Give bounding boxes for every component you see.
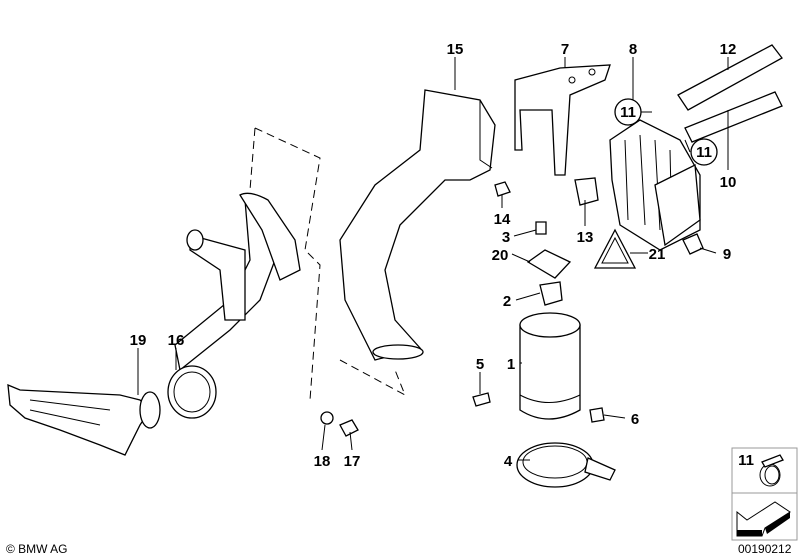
label-10: 10: [720, 174, 737, 191]
part-16-intake-pipe: [167, 192, 301, 419]
label-7: 7: [561, 41, 569, 58]
label-17: 17: [344, 453, 361, 470]
label-16: 16: [168, 332, 185, 349]
label-1: 1: [507, 356, 515, 373]
label-13: 13: [577, 229, 594, 246]
part-4-clamp: [516, 442, 616, 488]
part-1-fuel-filter: [519, 312, 581, 420]
label-15: 15: [447, 41, 464, 58]
part-15-air-duct: [339, 89, 496, 361]
label-11: 11: [696, 144, 712, 161]
part-20-bracket: [526, 249, 572, 279]
label-9: 9: [723, 246, 731, 263]
part-17-bolt: [339, 419, 359, 437]
label-2: 2: [503, 293, 511, 310]
label-14: 14: [494, 211, 511, 228]
label-20: 20: [492, 247, 509, 264]
label-12: 12: [720, 41, 737, 58]
label-5: 5: [476, 356, 484, 373]
part-2-holder: [539, 281, 563, 306]
copyright: © BMW AG: [6, 542, 68, 556]
part-18-washer: [320, 411, 334, 425]
part-6-nut: [589, 407, 605, 423]
label-21: 21: [649, 246, 666, 263]
arrow-icon: [736, 501, 791, 537]
label-3: 3: [502, 229, 510, 246]
part-5-screw: [472, 392, 491, 407]
part-21-warning-label: [593, 228, 637, 269]
part-12-hose: [677, 44, 783, 111]
part-14-bolt: [494, 181, 511, 197]
label-6: 6: [631, 411, 639, 428]
callout-11-circle: [614, 98, 642, 126]
assembly-guide-line: [249, 127, 406, 401]
part-13-sensor: [574, 177, 599, 206]
label-4: 4: [504, 453, 513, 470]
hose-clamp-icon: [759, 454, 784, 487]
part-10-hose: [684, 91, 783, 143]
diagram-number: 00190212: [738, 542, 792, 556]
part-3-screw: [535, 221, 547, 235]
part-7-bracket: [514, 64, 611, 176]
legend-box: 11: [731, 447, 798, 541]
label-11: 11: [620, 104, 636, 121]
leader-lines: [137, 57, 729, 461]
legend-label-11: 11: [738, 452, 754, 469]
label-8: 8: [629, 41, 637, 58]
label-19: 19: [130, 332, 147, 349]
label-18: 18: [314, 453, 331, 470]
part-8-control-unit: [609, 119, 701, 251]
part-9-bolt: [682, 233, 704, 255]
callout-11-circle: [690, 138, 718, 166]
part-19-air-duct: [7, 383, 161, 456]
